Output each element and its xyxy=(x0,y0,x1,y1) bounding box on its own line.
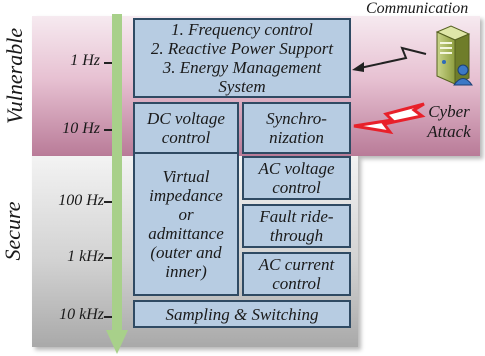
block-text: 1. Frequency control xyxy=(171,20,313,39)
freq-label-100hz: 100 Hz xyxy=(58,192,104,209)
secure-label: Secure xyxy=(0,201,25,261)
cyber-attack-line: Cyber xyxy=(428,102,470,121)
dc-voltage-control-block: DC voltage control xyxy=(133,102,239,154)
cyber-attack-line: Attack xyxy=(427,122,471,141)
block-text: through xyxy=(269,226,324,245)
synchronization-block: Synchro- nization xyxy=(242,102,351,154)
ac-voltage-control-block: AC voltage control xyxy=(242,156,351,200)
vulnerable-label: Vulnerable xyxy=(2,27,27,124)
block-text: control xyxy=(161,128,211,147)
block-text: Synchro- xyxy=(266,109,327,128)
virtual-impedance-block: Virtual impedance or admittance (outer a… xyxy=(133,152,239,296)
fault-ride-through-block: Fault ride- through xyxy=(242,204,351,248)
lightning-bolt-icon xyxy=(353,102,426,135)
block-text: control xyxy=(272,178,321,197)
block-text: Virtual xyxy=(162,167,210,186)
cyber-attack-label: Cyber Attack xyxy=(420,102,478,142)
block-text: admittance xyxy=(148,224,224,243)
freq-label-10hz: 10 Hz xyxy=(62,120,100,137)
block-text: DC voltage xyxy=(147,109,225,128)
block-text: impedance xyxy=(149,186,223,205)
down-arrow-icon xyxy=(106,14,128,354)
communication-link-arrow xyxy=(352,46,427,72)
block-text: 2. Reactive Power Support xyxy=(150,39,334,58)
block-text: inner) xyxy=(165,262,207,281)
block-text: Fault ride- xyxy=(259,207,334,226)
block-text: 3. Energy Management xyxy=(162,58,322,77)
block-text: AC current xyxy=(258,255,335,274)
freq-label-10khz: 10 kHz xyxy=(59,306,104,323)
freq-label-1hz: 1 Hz xyxy=(70,52,100,69)
user-icon xyxy=(453,64,473,86)
high-level-control-block: 1. Frequency control 2. Reactive Power S… xyxy=(133,18,351,98)
ac-current-control-block: AC current control xyxy=(242,252,351,296)
block-text: or xyxy=(178,205,194,224)
block-text: control xyxy=(272,274,321,293)
block-text: Sampling & Switching xyxy=(165,304,319,324)
communication-label: Communication xyxy=(366,0,469,17)
block-text: System xyxy=(218,77,266,96)
freq-label-1khz: 1 kHz xyxy=(67,248,104,265)
block-text: (outer and xyxy=(150,243,222,262)
block-text: nization xyxy=(269,128,324,147)
block-text: AC voltage xyxy=(258,159,335,178)
sampling-switching-block: Sampling & Switching xyxy=(133,300,351,328)
